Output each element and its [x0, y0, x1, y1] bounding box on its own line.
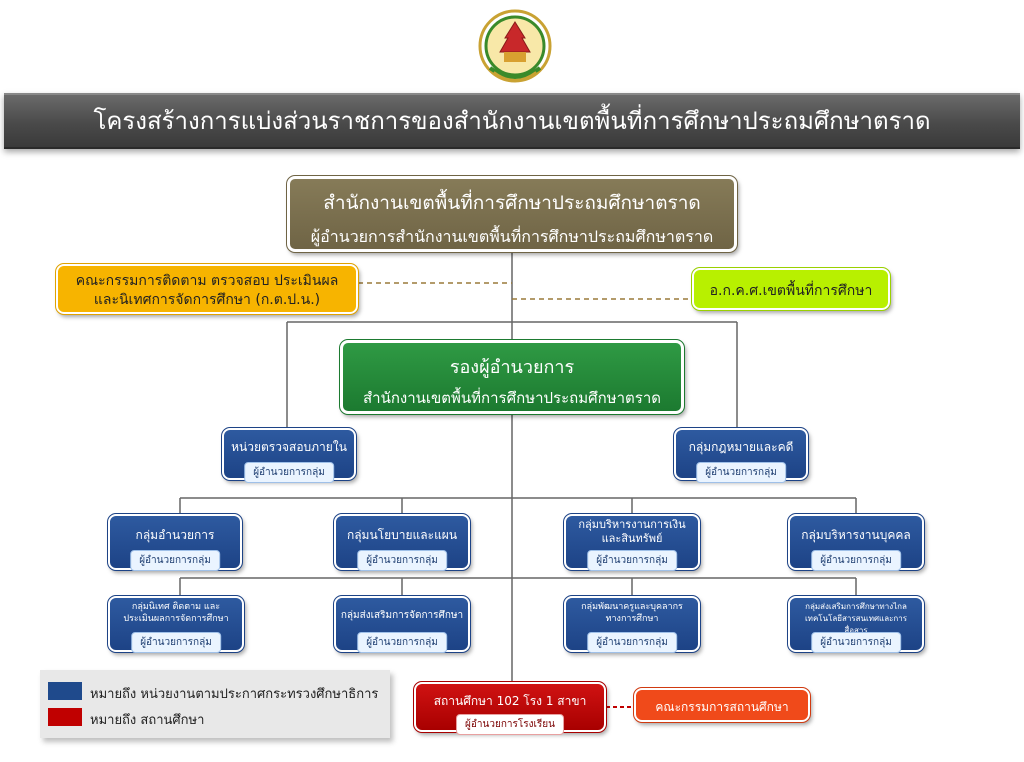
- group-box-legal: กลุ่มกฎหมายและคดี ผู้อำนวยการกลุ่ม: [673, 427, 809, 483]
- group-head: ผู้อำนวยการกลุ่ม: [357, 632, 447, 653]
- deputy-title: รองผู้อำนวยการ: [449, 357, 575, 378]
- okk-label: อ.ก.ค.ศ.เขตพื้นที่การศึกษา: [709, 283, 873, 299]
- group-box-teacher-development: กลุ่มพัฒนาครูและบุคลากรทางการศึกษา ผู้อำ…: [563, 595, 701, 653]
- school-committee-box: คณะกรรมการสถานศึกษา: [633, 687, 811, 723]
- page-title: โครงสร้างการแบ่งส่วนราชการของสำนักงานเขต…: [93, 107, 931, 135]
- committee-line2: และนิเทศการจัดการศึกษา (ก.ต.ป.น.): [93, 292, 321, 308]
- group-head: ผู้อำนวยการกลุ่ม: [131, 632, 221, 653]
- group-box-distance-learning-ict: กลุ่มส่งเสริมการศึกษาทางไกล เทคโนโลยีสาร…: [787, 595, 925, 653]
- group-name: กลุ่มบริหารงานบุคคล: [801, 528, 911, 542]
- group-name: กลุ่มบริหารงานการเงินและสินทรัพย์: [578, 518, 686, 545]
- okk-box: อ.ก.ค.ศ.เขตพื้นที่การศึกษา: [691, 267, 891, 311]
- group-box-personnel: กลุ่มบริหารงานบุคคล ผู้อำนวยการกลุ่ม: [787, 513, 925, 571]
- office-name: สำนักงานเขตพื้นที่การศึกษาประถมศึกษาตราด: [323, 192, 701, 214]
- group-name: กลุ่มนิเทศ ติดตาม และประเมินผลการจัดการศ…: [123, 602, 229, 624]
- group-box-supervision: กลุ่มนิเทศ ติดตาม และประเมินผลการจัดการศ…: [107, 595, 245, 653]
- director-role: ผู้อำนวยการสำนักงานเขตพื้นที่การศึกษาประ…: [310, 227, 714, 246]
- group-box-education-promotion: กลุ่มส่งเสริมการจัดการศึกษา ผู้อำนวยการก…: [333, 595, 471, 653]
- group-name: กลุ่มอำนวยการ: [135, 528, 215, 542]
- legend-swatch-blue: [48, 682, 82, 700]
- group-head: ผู้อำนวยการกลุ่ม: [244, 462, 334, 483]
- school-count: สถานศึกษา 102 โรง 1 สาขา: [433, 694, 587, 708]
- group-head: ผู้อำนวยการกลุ่ม: [696, 462, 786, 483]
- school-box: สถานศึกษา 102 โรง 1 สาขา ผู้อำนวยการโรงเ…: [413, 681, 607, 735]
- group-box-admin: กลุ่มอำนวยการ ผู้อำนวยการกลุ่ม: [107, 513, 243, 571]
- group-head: ผู้อำนวยการกลุ่ม: [811, 550, 901, 571]
- group-head: ผู้อำนวยการกลุ่ม: [587, 550, 677, 571]
- committee-line1: คณะกรรมการติดตาม ตรวจสอบ ประเมินผล: [75, 273, 339, 289]
- deputy-director-box: รองผู้อำนวยการ สำนักงานเขตพื้นที่การศึกษ…: [339, 339, 685, 415]
- legend-label-school: หมายถึง สถานศึกษา: [90, 713, 205, 728]
- group-box-policy-plan: กลุ่มนโยบายและแผน ผู้อำนวยการกลุ่ม: [333, 513, 471, 571]
- group-head: ผู้อำนวยการกลุ่ม: [357, 550, 447, 571]
- director-box: สำนักงานเขตพื้นที่การศึกษาประถมศึกษาตราด…: [286, 175, 738, 253]
- group-head: ผู้อำนวยการกลุ่ม: [811, 632, 901, 653]
- school-committee-label: คณะกรรมการสถานศึกษา: [655, 700, 789, 714]
- obec-logo: [478, 8, 552, 88]
- group-head: ผู้อำนวยการกลุ่ม: [587, 632, 677, 653]
- monitoring-committee-box: คณะกรรมการติดตาม ตรวจสอบ ประเมินผล และนิ…: [55, 263, 359, 315]
- group-box-internal-audit: หน่วยตรวจสอบภายใน ผู้อำนวยการกลุ่ม: [221, 427, 357, 483]
- group-head: ผู้อำนวยการกลุ่ม: [130, 550, 220, 571]
- school-head: ผู้อำนวยการโรงเรียน: [456, 714, 564, 735]
- group-name: กลุ่มพัฒนาครูและบุคลากรทางการศึกษา: [581, 602, 683, 624]
- legend-label-agency: หมายถึง หน่วยงานตามประกาศกระทรวงศึกษาธิก…: [90, 687, 379, 702]
- group-name: กลุ่มส่งเสริมการศึกษาทางไกล เทคโนโลยีสาร…: [804, 602, 908, 635]
- title-banner: โครงสร้างการแบ่งส่วนราชการของสำนักงานเขต…: [4, 93, 1020, 149]
- group-box-finance-assets: กลุ่มบริหารงานการเงินและสินทรัพย์ ผู้อำน…: [563, 513, 701, 571]
- legend-swatch-red: [48, 708, 82, 726]
- group-name: หน่วยตรวจสอบภายใน: [231, 440, 347, 454]
- group-name: กลุ่มกฎหมายและคดี: [688, 440, 794, 454]
- group-name: กลุ่มนโยบายและแผน: [346, 528, 458, 542]
- deputy-office: สำนักงานเขตพื้นที่การศึกษาประถมศึกษาตราด: [362, 389, 662, 407]
- group-name: กลุ่มส่งเสริมการจัดการศึกษา: [340, 610, 464, 621]
- legend: หมายถึง หน่วยงานตามประกาศกระทรวงศึกษาธิก…: [40, 670, 390, 738]
